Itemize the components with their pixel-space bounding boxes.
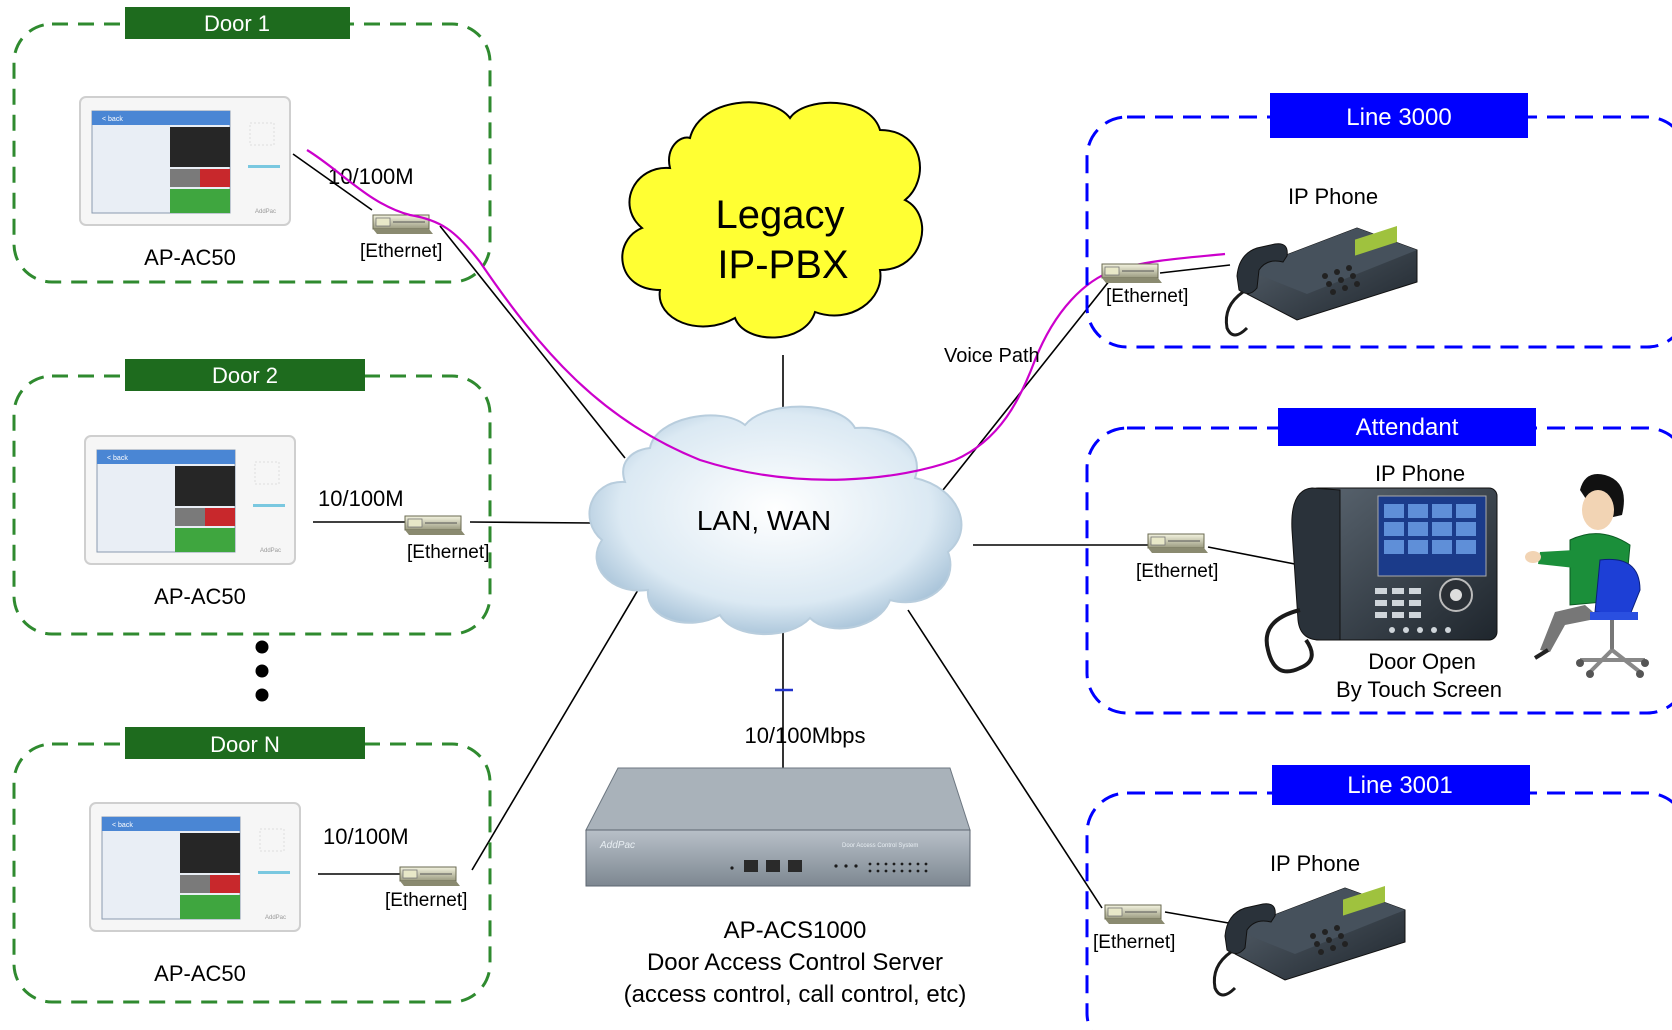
link-door2-lan bbox=[469, 521, 593, 524]
lan-wan-cloud: LAN, WAN bbox=[588, 405, 963, 636]
link-eth-attendant bbox=[1207, 546, 1306, 567]
link-eth-phone3001 bbox=[1164, 911, 1241, 926]
door-n-group: Door N AP-AC50 10/100M [Ethernet] bbox=[12, 727, 492, 1004]
line-3000-title: Line 3000 bbox=[1346, 104, 1451, 131]
lan-wan-label: LAN, WAN bbox=[697, 505, 831, 536]
door-n-title: Door N bbox=[210, 732, 280, 757]
server-desc: Door Access Control Server bbox=[647, 949, 943, 976]
line-3000-ethernet-icon bbox=[1101, 263, 1163, 284]
door-1-device-label: AP-AC50 bbox=[144, 245, 236, 270]
door-2-speed: 10/100M bbox=[318, 486, 404, 511]
door-2-ethernet-icon bbox=[404, 515, 466, 536]
door-2-ethernet-label: [Ethernet] bbox=[407, 542, 489, 563]
door-n-speed: 10/100M bbox=[323, 824, 409, 849]
line-3001-group: Line 3001 IP Phone [Ethernet] bbox=[1085, 765, 1672, 1030]
link-door1-lan bbox=[439, 225, 626, 459]
door-2-device-label: AP-AC50 bbox=[154, 584, 246, 609]
network-links bbox=[292, 153, 1306, 926]
attendant-phone-label: IP Phone bbox=[1375, 461, 1465, 486]
line-3001-phone-label: IP Phone bbox=[1270, 851, 1360, 876]
attendant-note-2: By Touch Screen bbox=[1336, 677, 1502, 702]
line-3000-phone-image bbox=[1224, 224, 1419, 337]
door-2-group: Door 2 AP-AC50 10/100M [Ethernet] bbox=[12, 359, 492, 636]
attendant-title: Attendant bbox=[1356, 414, 1459, 441]
line-3001-title: Line 3001 bbox=[1347, 772, 1452, 799]
server-name: AP-ACS1000 bbox=[724, 917, 867, 944]
attendant-person-image bbox=[1525, 474, 1649, 678]
attendant-note-1: Door Open bbox=[1368, 649, 1476, 674]
attendant-ethernet-icon bbox=[1147, 533, 1209, 554]
legacy-pbx-cloud: Legacy IP-PBX bbox=[621, 101, 924, 339]
line-3001-ethernet-icon bbox=[1104, 904, 1166, 925]
door-1-group: Door 1 AP-AC50 10/100M [Ethernet] bbox=[12, 7, 492, 284]
line-3000-phone-label: IP Phone bbox=[1288, 184, 1378, 209]
line-3000-ethernet-label: [Ethernet] bbox=[1106, 286, 1188, 307]
attendant-group: Attendant IP Phone bbox=[1085, 408, 1672, 715]
door-1-speed: 10/100M bbox=[328, 164, 414, 189]
door-1-ethernet-label: [Ethernet] bbox=[360, 241, 442, 262]
door-1-title: Door 1 bbox=[204, 11, 270, 36]
door-n-ethernet-icon bbox=[399, 866, 461, 887]
door-2-title: Door 2 bbox=[212, 363, 278, 388]
link-lan-line3001 bbox=[907, 609, 1103, 909]
more-doors-ellipsis bbox=[255, 640, 269, 702]
link-doorn-lan bbox=[471, 589, 639, 871]
door-n-device-label: AP-AC50 bbox=[154, 961, 246, 986]
line-3001-phone-image bbox=[1212, 884, 1407, 997]
attendant-phone-image bbox=[1264, 487, 1498, 674]
link-lan-line3000 bbox=[942, 279, 1111, 491]
attendant-ethernet-label: [Ethernet] bbox=[1136, 561, 1218, 582]
server-desc2: (access control, call control, etc) bbox=[624, 981, 967, 1008]
line-3000-group: Line 3000 IP Phone [Ethernet] bbox=[1085, 93, 1672, 349]
pbx-label-line2: IP-PBX bbox=[717, 243, 848, 287]
door-n-ethernet-label: [Ethernet] bbox=[385, 890, 467, 911]
pbx-label-line1: Legacy bbox=[716, 193, 845, 237]
door-1-device-image bbox=[79, 96, 291, 226]
server-panel-text: Door Access Control System bbox=[842, 843, 918, 849]
door-n-device-image bbox=[89, 802, 301, 932]
server-brand: AddPac bbox=[599, 840, 635, 851]
voice-path-label: Voice Path bbox=[944, 345, 1040, 367]
door-2-device-image bbox=[84, 435, 296, 565]
server-speed: 10/100Mbps bbox=[744, 723, 865, 748]
link-eth-phone3000 bbox=[1159, 264, 1231, 274]
acs1000-server: AddPac Door Access Control System bbox=[585, 767, 971, 887]
link-door1-device bbox=[292, 153, 373, 211]
line-3001-ethernet-label: [Ethernet] bbox=[1093, 932, 1175, 953]
door-1-title-bg bbox=[125, 7, 350, 39]
